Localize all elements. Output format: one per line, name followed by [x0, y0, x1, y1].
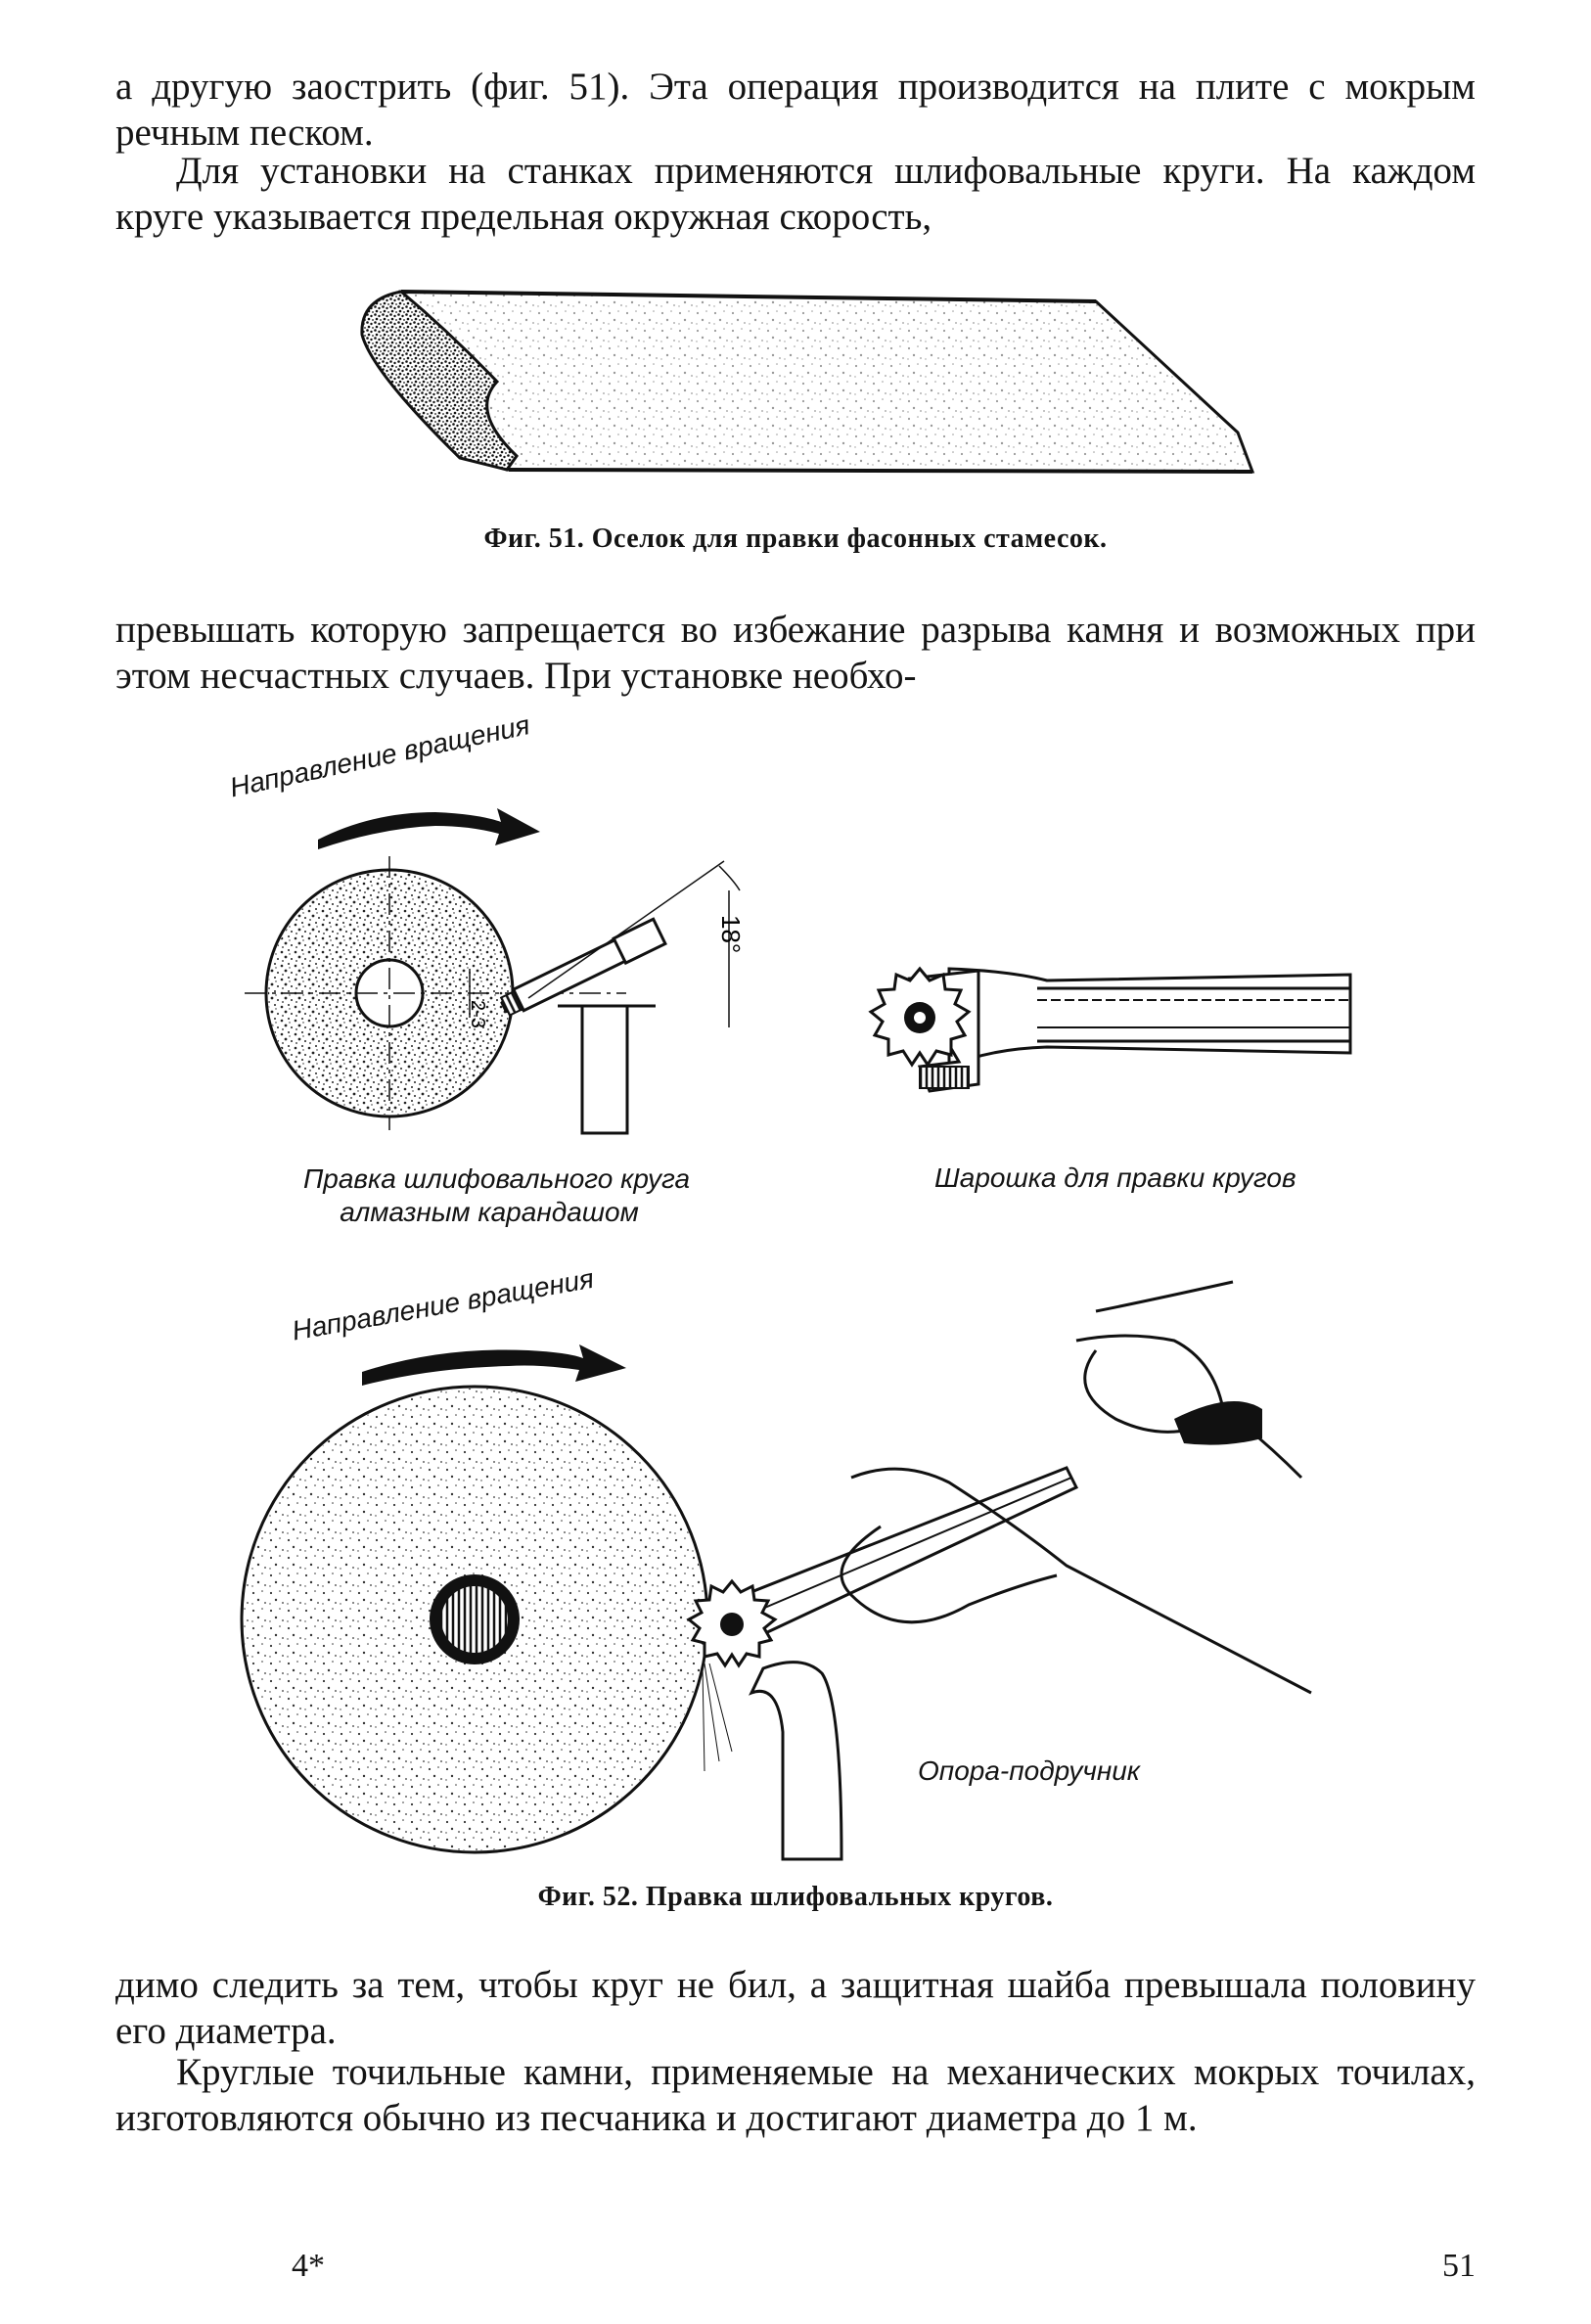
fig52-caption: Фиг. 52. Правка шлифовальных кругов. — [537, 1882, 1054, 1912]
support-rest-label: Опора-подручник — [918, 1755, 1141, 1786]
page-number: 51 — [1442, 2248, 1476, 2284]
angle-label: 18° — [716, 915, 746, 953]
paragraph-3: превышать которую запрещается во избежан… — [115, 609, 1476, 697]
gap-dimension-label: 2-3 — [467, 1000, 488, 1028]
paragraph-4: димо следить за тем, чтобы круг не бил, … — [115, 1964, 1476, 2052]
paragraph-1: а другую заострить (фиг. 51). Эта операц… — [115, 66, 1476, 154]
fig52-hand-dressing-illustration — [240, 1280, 1312, 1861]
fig52-star-dresser-illustration — [868, 966, 1352, 1093]
fig51-whetstone-illustration — [360, 290, 1255, 474]
diamond-pencil-caption-line1: Правка шлифовального круга — [303, 1163, 691, 1194]
diamond-pencil-caption: Правка шлифовального круга алмазным кара… — [303, 1162, 691, 1229]
star-dresser-caption: Шарошка для правки кругов — [934, 1162, 1296, 1193]
diamond-pencil-caption-line2: алмазным карандашом — [340, 1197, 639, 1227]
fig51-caption: Фиг. 51. Оселок для правки фасонных стам… — [483, 524, 1108, 554]
paragraph-5: Круглые точильные камни, применяемые на … — [115, 2051, 1476, 2139]
fig52-diamond-pencil-illustration: 2-3 18° — [245, 808, 746, 1135]
paragraph-2: Для установки на станках применяются шли… — [115, 150, 1476, 238]
footer-signature-mark: 4* — [292, 2248, 325, 2284]
